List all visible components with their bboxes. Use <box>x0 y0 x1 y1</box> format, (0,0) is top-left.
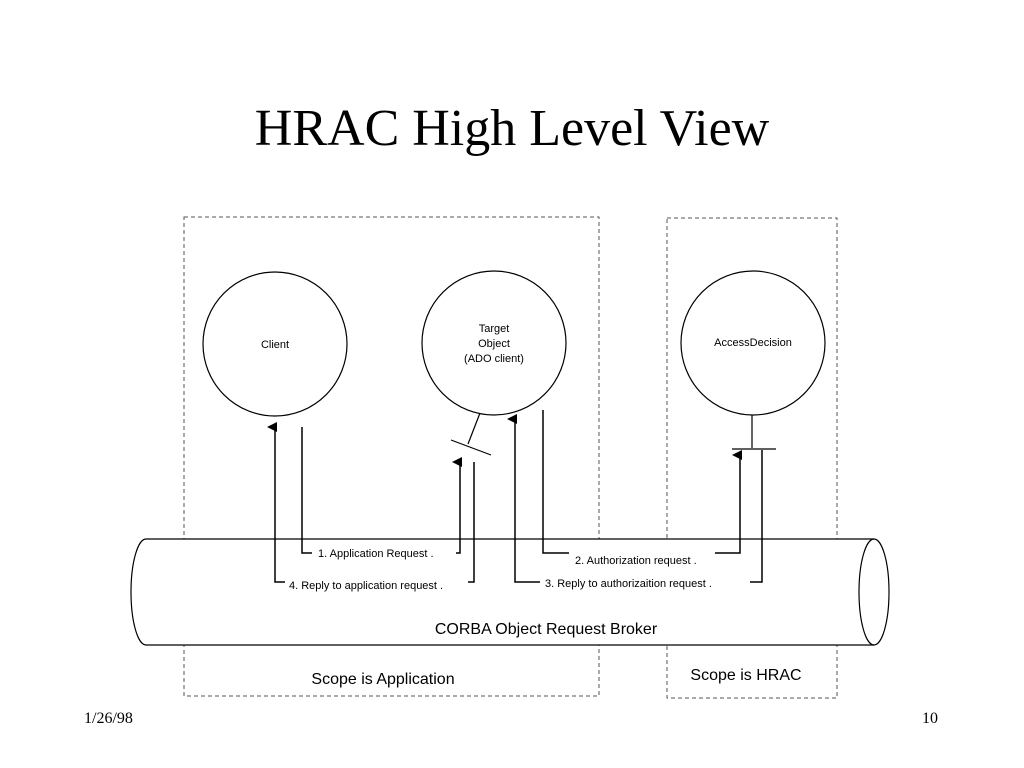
target-object-node <box>421 270 567 416</box>
orb-cylinder <box>130 538 890 646</box>
access-decision-label: AccessDecision <box>714 337 792 349</box>
flow-application-request <box>301 427 460 554</box>
step3-label: 3. Reply to authorizaition request . <box>545 578 712 590</box>
footer-page-number: 10 <box>922 710 938 727</box>
scope-application-box <box>183 216 600 697</box>
step1-label: 1. Application Request . <box>318 548 434 560</box>
step4-label: 4. Reply to application request . <box>289 580 443 592</box>
target-interface-stub <box>450 412 492 456</box>
orb-label: CORBA Object Request Broker <box>435 621 658 638</box>
target-label-line-3: (ADO client) <box>464 353 524 365</box>
step2-label: 2. Authorization request . <box>575 555 697 567</box>
flow-authorization-request <box>542 410 740 554</box>
target-label-line-1: Target <box>479 323 510 335</box>
scope-hrac-label: Scope is HRAC <box>690 667 801 684</box>
client-node <box>202 271 348 417</box>
client-label: Client <box>261 339 289 351</box>
slide-title: HRAC High Level View <box>254 100 770 157</box>
target-label-line-2: Object <box>478 338 510 350</box>
access-decision-interface-stub <box>732 415 776 450</box>
footer-date: 1/26/98 <box>84 710 133 727</box>
scope-application-label: Scope is Application <box>311 671 454 688</box>
flow-reply-authorization <box>515 419 763 583</box>
flow-reply-application <box>275 427 475 583</box>
access-decision-node <box>680 270 826 416</box>
scope-hrac-box <box>666 217 838 699</box>
